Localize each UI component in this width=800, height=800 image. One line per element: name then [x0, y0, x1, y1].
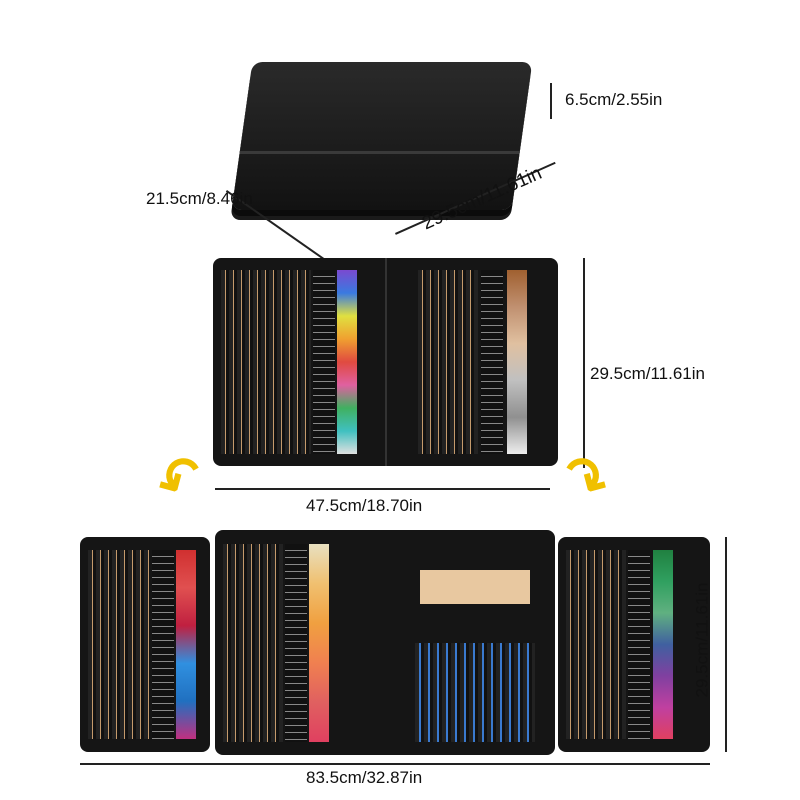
height-dimension-line: [550, 83, 552, 119]
full-height-line: [725, 537, 727, 752]
unfold-right-arrow-icon: ↷: [550, 441, 620, 517]
closed-width-label: 21.5cm/8.46in: [146, 189, 253, 208]
open-width-line: [215, 488, 550, 490]
zipper: [239, 150, 520, 154]
left-flap: [80, 537, 210, 752]
full-width-line: [80, 763, 710, 765]
open-height-label: 29.5cm/11.61in: [590, 364, 705, 383]
center-panel: [215, 530, 555, 755]
full-height-label: 29.5cm/11.61in: [692, 582, 712, 698]
open-width-label: 47.5cm/18.70in: [306, 496, 423, 515]
unfold-left-arrow-icon: ↶: [146, 441, 216, 517]
open-pencil-case: [213, 258, 558, 466]
full-width-label: 83.5cm/32.87in: [306, 768, 423, 787]
right-flap: [558, 537, 710, 752]
sharpener-and-eraser: [420, 570, 530, 604]
closed-height-label: 6.5cm/2.55in: [565, 90, 663, 109]
open-height-line: [583, 258, 585, 468]
